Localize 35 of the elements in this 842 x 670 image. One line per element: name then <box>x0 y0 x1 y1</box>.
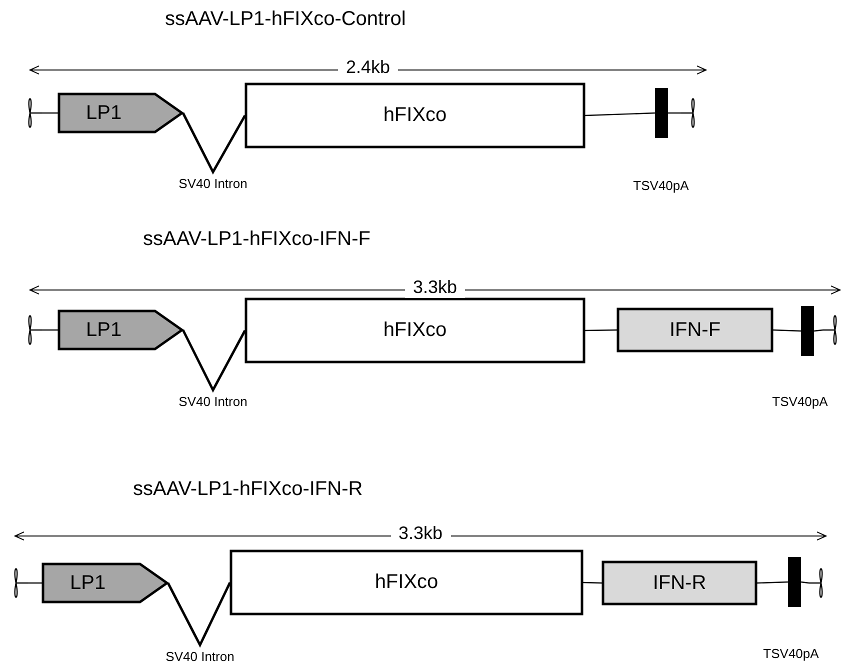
connector-line <box>800 581 810 584</box>
connector-line <box>756 581 788 584</box>
connector-line <box>584 329 618 332</box>
connector-line <box>28 582 42 584</box>
gene-box: hFIXco <box>230 550 583 615</box>
polya-bar <box>655 88 668 138</box>
connector-line <box>668 112 681 114</box>
construct-title: ssAAV-LP1-hFIXco-IFN-F <box>143 228 370 251</box>
connector-line <box>814 329 824 332</box>
construct-title: ssAAV-LP1-hFIXco-IFN-R <box>133 478 363 501</box>
element-label: TSV40pA <box>763 646 819 661</box>
connector-line <box>42 112 58 114</box>
edge-label: SV40 Intron <box>166 649 234 664</box>
construct-title: ssAAV-LP1-hFIXco-Control <box>165 8 406 31</box>
intron-line <box>182 112 246 175</box>
connector-line <box>772 329 802 332</box>
gene-box: IFN-R <box>602 561 757 605</box>
edge-label: SV40 Intron <box>178 176 248 191</box>
intron-line <box>166 582 232 648</box>
gene-box: hFIXco <box>245 298 585 363</box>
edge-label: SV40 Intron <box>178 394 248 409</box>
polya-bar <box>801 306 814 356</box>
connector-line <box>582 582 602 584</box>
intron-line <box>182 329 246 393</box>
gene-box: hFIXco <box>245 83 585 148</box>
promoter-arrow: LP1 <box>58 93 183 133</box>
polya-bar <box>788 557 801 607</box>
element-label: TSV40pA <box>633 178 689 193</box>
connector-line <box>42 329 58 331</box>
length-label: 3.3kb <box>404 277 466 298</box>
promoter-arrow: LP1 <box>58 310 183 350</box>
gene-box: IFN-F <box>617 308 773 352</box>
connector-line <box>584 112 656 116</box>
element-label: TSV40pA <box>772 394 828 409</box>
promoter-arrow: LP1 <box>42 563 168 603</box>
